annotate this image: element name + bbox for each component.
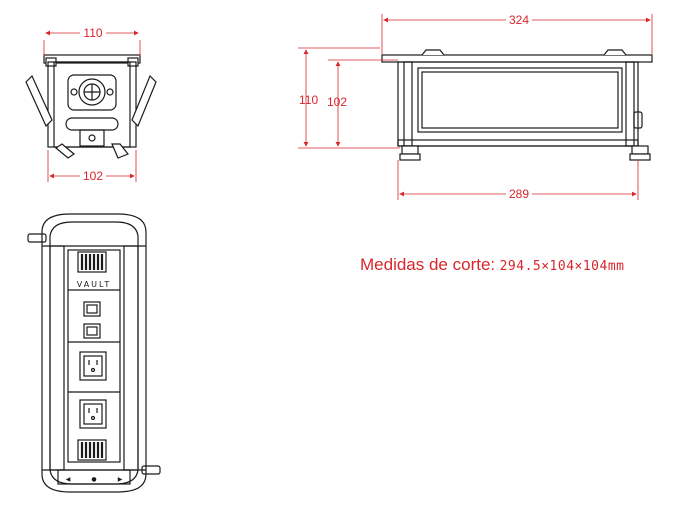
cutout-label: Medidas de corte:	[360, 255, 496, 274]
front-outer-height-label: 110	[299, 93, 318, 107]
side-view	[25, 54, 157, 159]
side-bottom-width-label: 102	[83, 169, 103, 183]
center-dot-icon: ●	[91, 476, 96, 483]
left-arrow-icon: ◀	[66, 476, 71, 483]
front-bottom-width-label: 289	[509, 187, 529, 201]
brand-logo: VAULT	[77, 280, 112, 289]
cutout-value: 294.5×104×104mm	[499, 259, 625, 274]
front-top-width-label: 324	[509, 13, 529, 27]
right-arrow-icon: ▶	[118, 476, 123, 483]
top-view	[27, 213, 161, 493]
front-inner-height-label: 102	[327, 95, 347, 109]
front-view	[381, 49, 653, 161]
cutout-caption: Medidas de corte: 294.5×104×104mm	[360, 255, 625, 275]
side-top-width-label: 110	[83, 26, 102, 40]
front-view-dimensions	[298, 14, 653, 200]
